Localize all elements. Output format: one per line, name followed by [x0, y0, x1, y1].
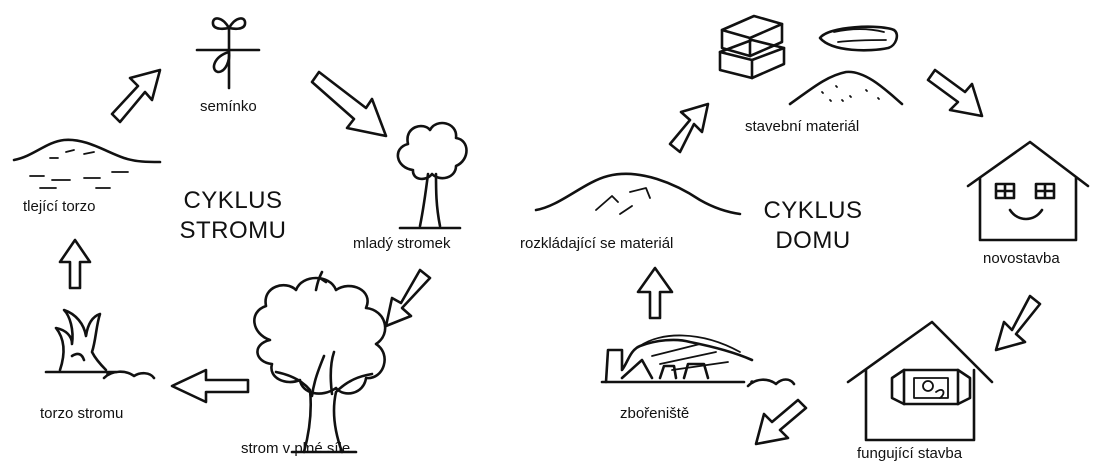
tree-cycle-title-line2: STROMU [168, 216, 298, 246]
label-building-material: stavební materiál [745, 119, 859, 134]
arrow-ruin-to-decomposing [638, 268, 672, 318]
arrow-seed-to-young-tree [312, 72, 386, 136]
arrow-torso-to-decaying [60, 240, 90, 288]
decomposing-mound-icon [536, 174, 740, 214]
label-tree-torso: torzo stromu [40, 406, 123, 421]
ruin-icon [602, 335, 794, 386]
timber-icon [820, 27, 897, 51]
new-house-icon [968, 142, 1088, 240]
label-decaying-torso: tlející torzo [23, 199, 96, 214]
decaying-torso-icon [14, 140, 160, 188]
house-cycle-title-line2: DOMU [758, 226, 868, 256]
label-young-tree: mladý stromek [353, 236, 451, 251]
label-decomposing-material: rozkládající se materiál [520, 236, 673, 251]
house-cycle-title-line1: CYKLUS [758, 196, 868, 226]
label-new-building: novostavba [983, 251, 1060, 266]
tree-cycle-title: CYKLUS STROMU [168, 186, 298, 246]
functioning-house-icon [848, 322, 992, 440]
mature-tree-icon [254, 272, 385, 452]
bricks-icon [720, 16, 784, 78]
arrow-mature-tree-to-torso [172, 370, 248, 402]
tree-cycle-title-line1: CYKLUS [168, 186, 298, 216]
seedling-icon [197, 18, 259, 88]
label-mature-tree: strom v plné síle [241, 441, 350, 456]
young-tree-icon [398, 123, 467, 228]
label-ruin: zbořeniště [620, 406, 689, 421]
tree-torso-icon [46, 310, 154, 378]
arrow-decomposing-to-material [670, 104, 708, 152]
arrow-material-to-new-building [928, 70, 982, 116]
arrow-young-to-mature-tree [386, 270, 430, 326]
arrow-decaying-to-seed [112, 70, 160, 122]
house-cycle-title: CYKLUS DOMU [758, 196, 868, 256]
label-seed: semínko [200, 99, 257, 114]
label-functioning-building: fungující stavba [857, 446, 962, 461]
sand-pile-icon [790, 72, 902, 104]
arrow-functioning-to-ruin [756, 400, 806, 444]
arrow-new-to-functioning [996, 296, 1040, 350]
